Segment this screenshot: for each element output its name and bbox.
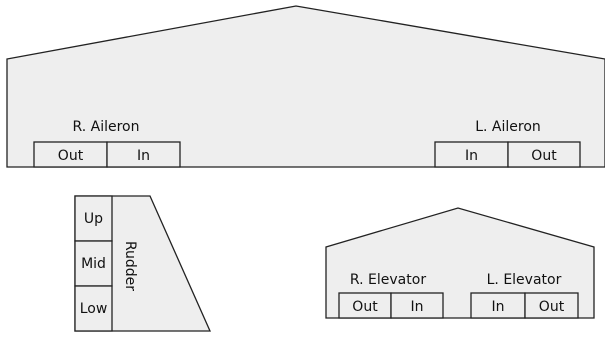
left-aileron-title: L. Aileron [475,119,541,135]
wing: R. Aileron Out In L. Aileron In Out [6,5,605,168]
rudder: Up Mid Low Rudder [74,195,212,332]
rudder-low-label: Low [80,301,108,317]
rudder-low-cell [74,285,113,332]
left-elevator-title: L. Elevator [487,272,562,288]
left-elevator-out-cell [524,292,579,319]
right-aileron-in-label: In [137,148,150,164]
right-aileron-out-cell [33,141,108,168]
left-aileron-out-label: Out [531,148,557,164]
rudder-mid-label: Mid [81,256,106,272]
right-aileron: R. Aileron Out In [33,119,181,168]
left-elevator: L. Elevator In Out [470,272,579,319]
rudder-up-label: Up [84,211,103,227]
left-aileron: L. Aileron In Out [434,119,581,168]
right-aileron-out-label: Out [58,148,84,164]
right-elevator-out-label: Out [352,299,378,315]
left-elevator-in-cell [470,292,526,319]
right-elevator-out-cell [338,292,392,319]
left-aileron-in-label: In [465,148,478,164]
right-elevator-in-label: In [410,299,423,315]
left-aileron-out-cell [507,141,581,168]
right-elevator-title: R. Elevator [350,272,426,288]
rudder-title: Rudder [122,241,138,291]
right-aileron-in-cell [106,141,181,168]
left-elevator-out-label: Out [539,299,565,315]
right-aileron-title: R. Aileron [73,119,140,135]
right-elevator-in-cell [390,292,444,319]
stabilizer: R. Elevator Out In L. Elevator In Out [325,207,595,319]
left-elevator-in-label: In [491,299,504,315]
right-elevator: R. Elevator Out In [338,272,444,319]
